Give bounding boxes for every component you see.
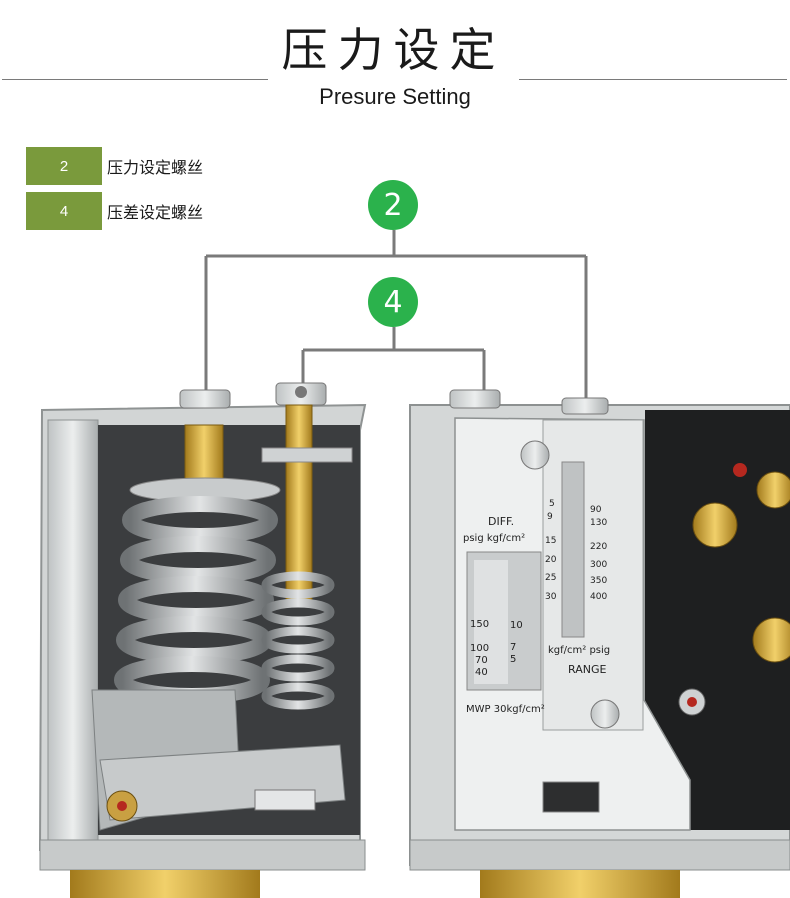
left-switch-unit <box>38 382 367 898</box>
range-scale-tick: 130 <box>590 518 607 528</box>
page-subtitle: Presure Setting <box>319 84 471 109</box>
legend-number-badge: 4 <box>26 192 102 230</box>
range-scale-tick: 15 <box>545 536 556 546</box>
diff-scale-tick: 10 <box>510 620 523 631</box>
diff-label: DIFF. <box>488 515 514 528</box>
title-rule-right <box>519 79 787 80</box>
diff-scale-tick: 100 <box>470 643 489 654</box>
range-scale-tick: 220 <box>590 542 607 552</box>
page-title: 压力设定 <box>281 23 506 77</box>
diff-scale-tick: 7 <box>510 642 516 653</box>
legend-label: 压差设定螺丝 <box>107 203 204 222</box>
terminal-screws <box>678 463 790 716</box>
range-scale-tick: 400 <box>590 592 607 602</box>
legend-label: 压力设定螺丝 <box>107 158 204 177</box>
range-scale-tick: 350 <box>590 576 607 586</box>
callout-4: 4 <box>368 277 418 327</box>
callout-2: 2 <box>368 180 418 230</box>
legend-item: 4 压差设定螺丝 <box>26 192 203 230</box>
right-switch-unit: DIFF. psig kgf/cm² 150 100 70 40 10 7 5 … <box>409 389 790 898</box>
legend-number-badge: 2 <box>26 147 102 185</box>
legend-item: 2 压力设定螺丝 <box>26 147 203 185</box>
range-scale-tick: 300 <box>590 560 607 570</box>
diff-units: psig kgf/cm² <box>463 533 525 544</box>
leader-lines <box>204 230 588 400</box>
diff-scale-tick: 70 <box>475 655 488 666</box>
mwp-label: MWP 30kgf/cm² <box>466 704 545 715</box>
range-scale-tick: 30 <box>545 592 557 602</box>
product-photo: DIFF. psig kgf/cm² 150 100 70 40 10 7 5 … <box>38 382 790 898</box>
diff-scale-tick: 40 <box>475 667 488 678</box>
range-scale-tick: 25 <box>545 573 556 583</box>
range-label: RANGE <box>568 663 606 676</box>
title-rule-left <box>2 79 268 80</box>
range-units: kgf/cm² psig <box>548 645 610 656</box>
diff-scale-tick: 5 <box>510 654 516 665</box>
differential-spring <box>261 404 353 710</box>
diff-scale-tick: 150 <box>470 619 489 630</box>
range-scale-tick: 9 <box>547 512 553 522</box>
range-scale-tick: 90 <box>590 505 602 515</box>
range-scale-tick: 20 <box>545 555 557 565</box>
range-scale-tick: 5 <box>549 499 555 509</box>
